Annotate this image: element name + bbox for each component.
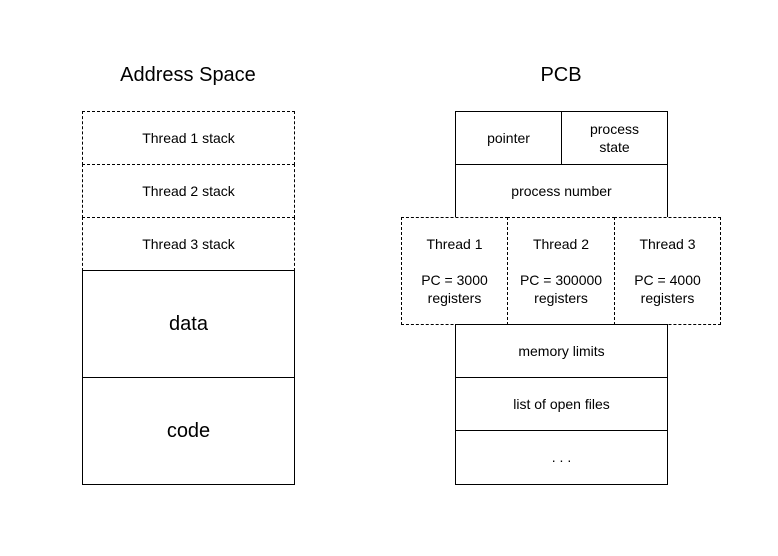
thread1-pc: PC = 3000 (421, 271, 488, 288)
data-segment: data (82, 270, 295, 378)
pointer-cell: pointer (455, 111, 562, 165)
thread3-stack-box: Thread 3 stack (82, 217, 295, 271)
process-number-cell: process number (455, 164, 668, 218)
thread3-cell: Thread 3 PC = 4000 registers (614, 217, 721, 325)
thread1-stack-label: Thread 1 stack (142, 129, 235, 146)
thread2-registers: registers (534, 290, 588, 307)
thread3-registers: registers (640, 290, 695, 307)
thread3-pc: PC = 4000 (634, 271, 701, 288)
ellipsis-cell: . . . (455, 430, 668, 485)
thread3-stack-label: Thread 3 stack (142, 235, 235, 252)
open-files-cell: list of open files (455, 377, 668, 431)
process-state-label: process state (589, 120, 640, 155)
thread1-stack-box: Thread 1 stack (82, 111, 295, 165)
thread2-stack-box: Thread 2 stack (82, 164, 295, 218)
code-segment: code (82, 377, 295, 485)
process-number-label: process number (511, 182, 612, 199)
memory-limits-label: memory limits (518, 342, 605, 359)
code-label: code (166, 420, 211, 442)
pcb-title: PCB (540, 64, 582, 86)
open-files-label: list of open files (513, 395, 610, 412)
data-label: data (169, 313, 208, 335)
process-state-cell: process state (561, 111, 668, 165)
thread2-pc: PC = 300000 (519, 271, 603, 288)
pointer-label: pointer (487, 129, 530, 146)
memory-limits-cell: memory limits (455, 324, 668, 378)
thread2-stack-label: Thread 2 stack (142, 182, 235, 199)
ellipsis-label: . . . (551, 449, 572, 466)
thread2-cell: Thread 2 PC = 300000 registers (507, 217, 615, 325)
thread1-cell: Thread 1 PC = 3000 registers (401, 217, 508, 325)
thread1-name: Thread 1 (426, 235, 483, 252)
thread2-name: Thread 2 (532, 235, 590, 252)
thread3-name: Thread 3 (639, 235, 696, 252)
address-space-title: Address Space (120, 64, 256, 86)
thread1-registers: registers (427, 290, 482, 307)
